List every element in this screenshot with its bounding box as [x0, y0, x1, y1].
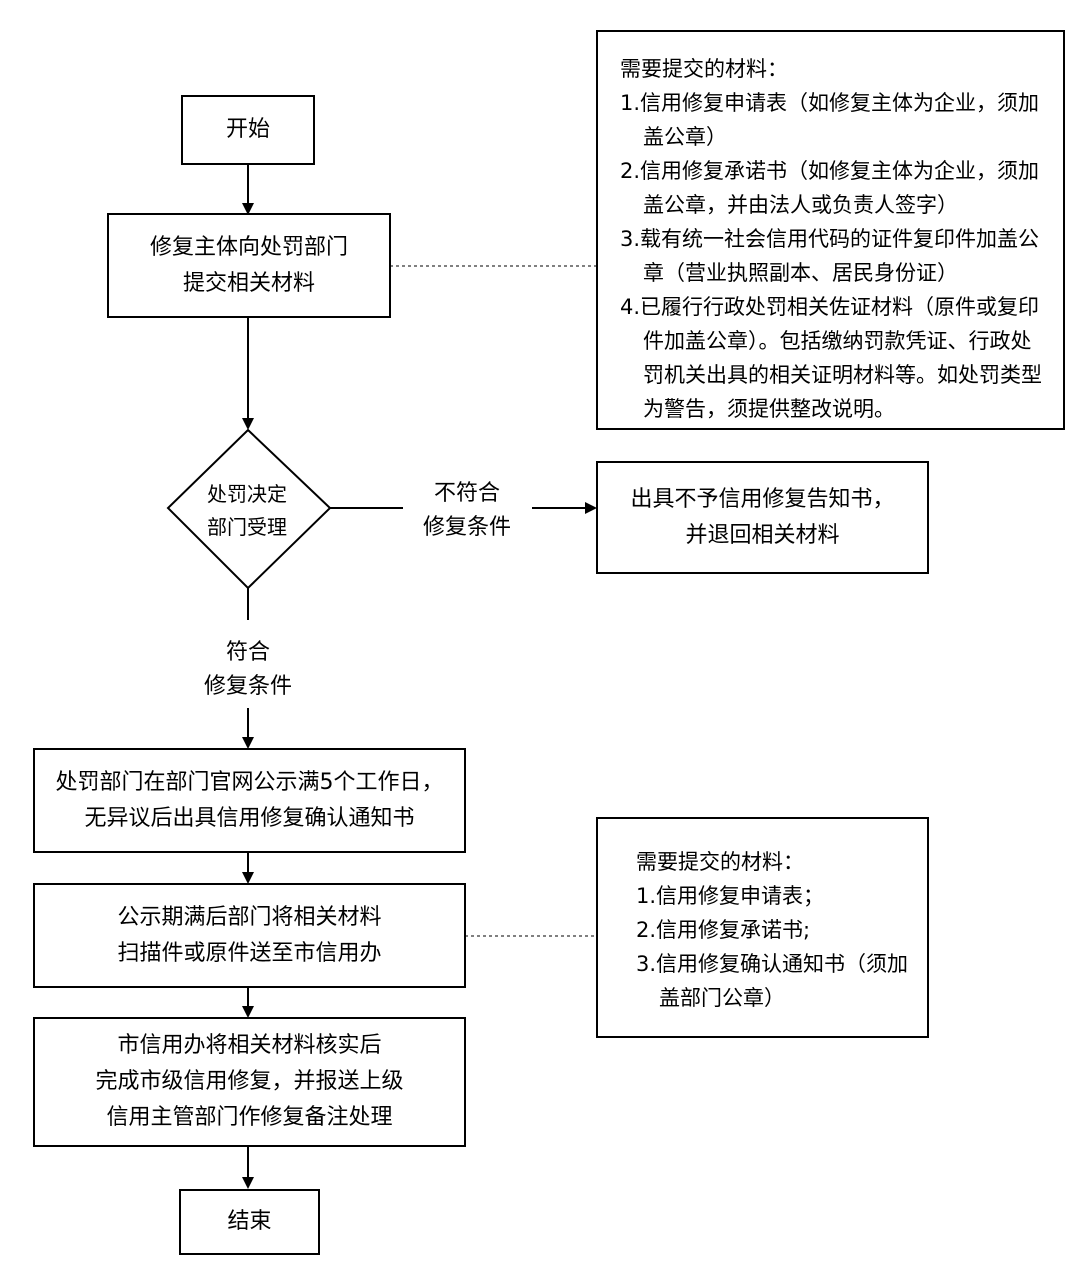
meet-line-2: 修复条件 — [203, 674, 292, 699]
not-meet-line-2: 修复条件 — [422, 515, 511, 540]
materials-note-2-title: 需要提交的材料： — [636, 850, 804, 874]
materials-note-1-item: 2.信用修复承诺书（如修复主体为企业，须加盖公章，并由法人或负责人签字） — [620, 159, 1040, 217]
materials-note-2-item: 2.信用修复承诺书; — [636, 918, 811, 942]
decision-label: 处罚决定 部门受理 — [172, 478, 322, 544]
materials-note-1-item: 4.已履行行政处罚相关佐证材料（原件或复印件加盖公章）。包括缴纳罚款凭证、行政处… — [620, 295, 1042, 421]
materials-note-2: 需要提交的材料： 1.信用修复申请表； 2.信用修复承诺书; 3.信用修复确认通… — [596, 817, 929, 1038]
materials-note-1-title: 需要提交的材料： — [620, 57, 788, 81]
complete-line-1: 市信用办将相关材料核实后 — [117, 1033, 382, 1058]
reject-line-1: 出具不予信用修复告知书， — [630, 486, 895, 512]
not-meet-label: 不符合 修复条件 — [402, 477, 532, 545]
meet-line-1: 符合 — [225, 640, 270, 665]
start-label: 开始 — [225, 117, 270, 142]
submit-line-2: 提交相关材料 — [182, 270, 315, 296]
submit-materials-step: 修复主体向处罚部门 提交相关材料 — [107, 213, 391, 318]
end-label: 结束 — [227, 1209, 272, 1234]
reject-line-2: 并退回相关材料 — [685, 522, 840, 548]
materials-note-2-item: 3.信用修复确认通知书（须加盖部门公章） — [636, 952, 909, 1010]
reject-notice-step: 出具不予信用修复告知书， 并退回相关材料 — [596, 461, 929, 574]
materials-note-1-item: 3.载有统一社会信用代码的证件复印件加盖公章（营业执照副本、居民身份证） — [620, 227, 1040, 285]
forward-line-2: 扫描件或原件送至市信用办 — [117, 940, 382, 966]
meet-label: 符合 修复条件 — [183, 636, 313, 704]
not-meet-line-1: 不符合 — [433, 481, 500, 506]
submit-line-1: 修复主体向处罚部门 — [149, 234, 348, 260]
publicize-step: 处罚部门在部门官网公示满5个工作日， 无异议后出具信用修复确认通知书 — [33, 748, 466, 853]
materials-note-2-item: 1.信用修复申请表； — [636, 884, 825, 908]
complete-line-2: 完成市级信用修复，并报送上级 — [95, 1069, 404, 1094]
start-node: 开始 — [181, 95, 315, 165]
forward-materials-step: 公示期满后部门将相关材料 扫描件或原件送至市信用办 — [33, 883, 466, 988]
publicize-line-1: 处罚部门在部门官网公示满5个工作日， — [55, 769, 444, 795]
materials-note-1: 需要提交的材料： 1.信用修复申请表（如修复主体为企业，须加盖公章） 2.信用修… — [596, 30, 1065, 430]
decision-line-1: 处罚决定 — [207, 482, 287, 506]
publicize-line-2: 无异议后出具信用修复确认通知书 — [84, 805, 415, 831]
forward-line-1: 公示期满后部门将相关材料 — [117, 904, 382, 930]
complete-repair-step: 市信用办将相关材料核实后 完成市级信用修复，并报送上级 信用主管部门作修复备注处… — [33, 1017, 466, 1147]
materials-note-1-item: 1.信用修复申请表（如修复主体为企业，须加盖公章） — [620, 91, 1040, 149]
complete-line-3: 信用主管部门作修复备注处理 — [106, 1105, 393, 1130]
decision-line-2: 部门受理 — [207, 515, 287, 539]
end-node: 结束 — [179, 1189, 320, 1255]
